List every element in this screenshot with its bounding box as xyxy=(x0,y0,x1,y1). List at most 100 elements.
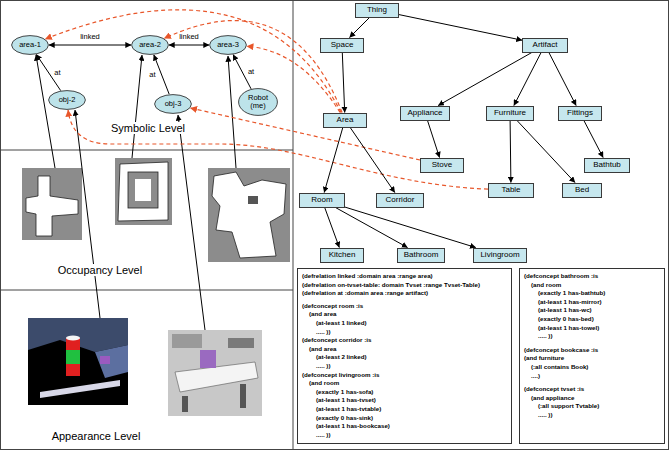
node-label: Fittings xyxy=(567,109,593,118)
connector xyxy=(325,208,340,248)
connector xyxy=(49,45,131,46)
code-line: (:all contains Book) xyxy=(524,363,588,372)
code-line: (at-least 1 has-towel) xyxy=(524,324,599,333)
free-space xyxy=(26,176,78,236)
cylinder-part xyxy=(66,350,80,364)
mapping-arrow xyxy=(190,108,420,160)
code-line: ..... )) xyxy=(302,328,330,337)
node-label: Corridor xyxy=(386,196,415,205)
connector xyxy=(169,45,209,46)
code-line: (and appliance xyxy=(524,394,574,403)
code-line: (exactly 1 has-sofa) xyxy=(302,388,373,397)
occupancy-map xyxy=(208,168,290,262)
node-label: Bathroom xyxy=(404,251,439,260)
code-line: (at-least 1 has-bookcase) xyxy=(302,422,390,431)
code-line: ..... )) xyxy=(302,431,330,440)
image-region xyxy=(28,318,128,352)
node-label: Space xyxy=(331,41,354,50)
grounding-arrow xyxy=(75,110,100,318)
connector xyxy=(514,53,541,106)
connector xyxy=(345,207,476,247)
concept-box: Appliance xyxy=(400,106,450,121)
cylinder-part xyxy=(66,364,80,376)
node-label: Bed xyxy=(575,186,589,195)
connector xyxy=(342,53,344,113)
connector xyxy=(549,53,576,106)
node-label: Artifact xyxy=(533,41,558,50)
concept-box: Stove xyxy=(420,158,464,173)
node-label: area-1 xyxy=(19,41,41,49)
code-line: (defrelation at :domain area :range arti… xyxy=(302,289,428,298)
node-label: area-2 xyxy=(139,41,161,49)
code-line: (and area xyxy=(302,310,337,319)
connector xyxy=(350,18,370,38)
concept-box: Table xyxy=(488,183,534,198)
code-line: (at-least 1 has-wc) xyxy=(524,306,592,315)
code-line: (defconcept room :is xyxy=(302,302,363,311)
level-label: Symbolic Level xyxy=(109,122,187,134)
free-space xyxy=(135,179,151,201)
grounding-arrow xyxy=(228,56,236,168)
concept-box: Furniture xyxy=(486,106,534,121)
code-line: (defconcept livingroom :is xyxy=(302,371,379,380)
cylinder-top xyxy=(66,336,80,341)
code-line: (defrelation on-tvset-table: domain Tvse… xyxy=(302,281,480,290)
mapping-arrow xyxy=(164,21,342,113)
image-region xyxy=(40,380,120,398)
ellipse-shape xyxy=(155,95,192,114)
connector xyxy=(517,121,575,183)
object-node: obj-2 xyxy=(48,90,86,110)
mapping-arrow xyxy=(68,110,488,189)
area-node: area-2 xyxy=(131,35,169,55)
image-region xyxy=(228,338,254,348)
concept-box: Bathtub xyxy=(584,158,630,173)
code-line: (exactly 0 has-sink) xyxy=(302,414,373,423)
code-line: (defconcept tvset :is xyxy=(524,385,584,394)
node-label: obj-3 xyxy=(165,100,182,108)
obstacle xyxy=(128,172,158,208)
connector xyxy=(350,128,395,193)
code-line: (and room xyxy=(524,281,561,290)
node-label: Appliance xyxy=(407,109,442,118)
node-label: Kitchen xyxy=(329,251,356,260)
code-line: ..... )) xyxy=(524,411,552,420)
code-line: (defrelation linked :domain area :range … xyxy=(302,272,433,281)
node-label: Livingroom xyxy=(480,251,519,260)
map-ground xyxy=(208,168,290,262)
image-region xyxy=(172,334,202,348)
object-node: obj-3 xyxy=(154,94,192,114)
concept-box: Bed xyxy=(562,183,602,198)
connector xyxy=(336,208,408,248)
node-label: Bathtub xyxy=(593,161,621,170)
grounding-arrow xyxy=(178,115,205,330)
camera-image xyxy=(168,330,262,416)
connector xyxy=(324,128,343,193)
code-line: ..... )) xyxy=(302,362,330,371)
camera-image xyxy=(28,318,128,405)
image-region xyxy=(100,356,110,364)
ellipse-shape xyxy=(12,36,49,55)
map-ground xyxy=(115,158,172,225)
map-ground xyxy=(22,168,82,240)
level-separator xyxy=(0,290,293,291)
concept-box: Thing xyxy=(355,3,399,18)
image-region xyxy=(182,396,188,412)
connector xyxy=(36,54,60,90)
concept-box: Fittings xyxy=(558,106,602,121)
node-label: Robot (me) xyxy=(245,94,271,111)
concept-box: Kitchen xyxy=(320,248,364,263)
level-label: Occupancy Level xyxy=(56,264,144,276)
level-separator xyxy=(0,150,293,151)
code-line: (and room xyxy=(302,379,339,388)
node-label: Table xyxy=(501,186,520,195)
ellipse-shape xyxy=(49,91,86,110)
ellipse-shape xyxy=(239,89,278,116)
code-line: ..... )) xyxy=(524,332,552,341)
area-node: area-1 xyxy=(11,35,49,55)
connector xyxy=(584,121,603,158)
free-space xyxy=(118,162,168,221)
image-region xyxy=(95,345,128,378)
connector xyxy=(428,121,440,158)
code-line: (exactly 1 has-bathtub) xyxy=(524,289,605,298)
